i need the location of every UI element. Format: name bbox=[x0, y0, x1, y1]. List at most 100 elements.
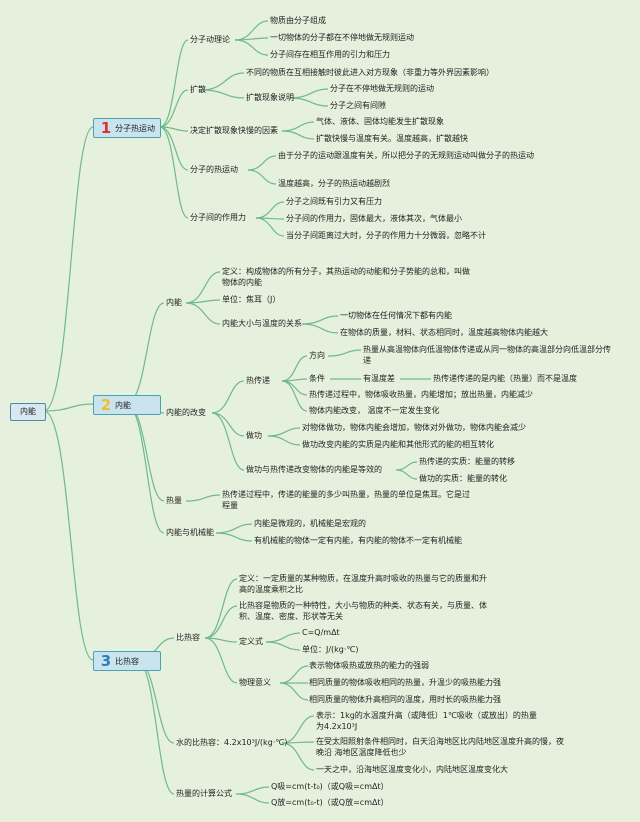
branch-1-title: 分子热运动 bbox=[115, 123, 155, 133]
branch-1-box[interactable]: 1 分子热运动 bbox=[93, 118, 161, 138]
leaf-text: C=Q/mΔt bbox=[302, 628, 340, 637]
connector bbox=[281, 121, 315, 132]
node-definition-formula[interactable]: 定义式 bbox=[239, 637, 263, 646]
connector bbox=[279, 665, 309, 684]
connector bbox=[267, 427, 301, 437]
connector bbox=[235, 793, 270, 804]
leaf-text: 有温度差 bbox=[363, 374, 395, 383]
connector bbox=[267, 435, 301, 446]
connector bbox=[281, 355, 308, 382]
leaf-text: 定义：构成物体的所有分子，其热运动的动能和分子势能的总和，叫做物体的内能 bbox=[222, 267, 470, 287]
connector bbox=[185, 494, 221, 502]
connector bbox=[301, 323, 339, 334]
leaf-text: 不同的物质在互相接触时彼此进入对方现象（非重力等外界因素影响） bbox=[246, 68, 494, 77]
connector bbox=[211, 412, 245, 437]
leaf-text: Q吸=cm(t-t₀)（或Q吸=cmΔt） bbox=[271, 782, 389, 791]
connector bbox=[395, 469, 418, 480]
connector bbox=[211, 380, 245, 414]
connector bbox=[265, 632, 301, 643]
branch-2-box[interactable]: 2 内能 bbox=[93, 395, 161, 415]
leaf-text: 热量从高温物体向低温物体传递或从同一物体的高温部分向低温部分传递 bbox=[363, 345, 611, 365]
connector bbox=[281, 380, 308, 412]
connector bbox=[211, 412, 245, 471]
leaf-text: Q放=cm(t₀-t)（或Q放=cmΔt） bbox=[271, 798, 389, 807]
connector bbox=[281, 130, 315, 140]
branch-3-box[interactable]: 3 比热容 bbox=[93, 651, 161, 671]
leaf-text: 物体内能改变， 温度不一定发生变化 bbox=[309, 406, 440, 415]
connector bbox=[235, 786, 270, 795]
node-equivalence[interactable]: 做功与热传递改变物体的内能是等效的 bbox=[246, 465, 382, 474]
leaf-text: 分子间的作用力，固体最大，液体其次，气体最小 bbox=[286, 214, 462, 223]
node-direction[interactable]: 方向 bbox=[309, 351, 325, 360]
connector bbox=[125, 403, 165, 534]
connector bbox=[43, 403, 94, 412]
connector bbox=[247, 155, 277, 171]
leaf-text: 热传递过程中，物体吸收热量，内能增加；放出热量，内能减少 bbox=[309, 390, 533, 399]
branch-1-number: 1 bbox=[100, 119, 112, 137]
leaf-text: 相同质量的物体吸收相同的热量，升温少的吸热能力强 bbox=[309, 678, 501, 687]
connector bbox=[159, 89, 189, 128]
node-heat-formula[interactable]: 热量的计算公式 bbox=[176, 789, 232, 798]
leaf-text: 热传递过程中，传递的能量的多少叫热量，热量的单位是焦耳。它是过程量 bbox=[222, 490, 470, 510]
leaf-text: 有机械能的物体一定有内能，有内能的物体不一定有机械能 bbox=[254, 536, 462, 545]
connector bbox=[43, 126, 94, 412]
leaf-text: 做功的实质：能量的转化 bbox=[419, 474, 507, 483]
node-diffusion-shows[interactable]: 扩散现象说明 bbox=[246, 93, 294, 102]
node-internal-energy[interactable]: 内能 bbox=[166, 298, 182, 307]
leaf-text: 做功改变内能的实质是内能和其他形式的能的相互转化 bbox=[302, 440, 494, 449]
leaf-text: 一天之中，沿海地区温度变化小，内陆地区温度变化大 bbox=[316, 765, 508, 774]
node-specific-heat[interactable]: 比热容 bbox=[176, 633, 200, 642]
connector bbox=[281, 715, 315, 744]
leaf-text: 当分子间距离过大时，分子的作用力十分微弱，忽略不计 bbox=[286, 231, 486, 240]
connector bbox=[279, 682, 309, 701]
branch-2-number: 2 bbox=[100, 396, 112, 414]
connector bbox=[281, 742, 315, 771]
connector bbox=[204, 637, 238, 643]
node-mechanical[interactable]: 内能与机械能 bbox=[166, 528, 214, 537]
node-diffusion[interactable]: 扩散 bbox=[190, 85, 206, 94]
leaf-text: 定义：一定质量的某种物质，在温度升高时吸收的热量与它的质量和升高的温度乘积之比 bbox=[239, 574, 487, 594]
connector bbox=[289, 97, 329, 107]
leaf-text: 一切物体的分子都在不停地做无规则运动 bbox=[270, 33, 414, 42]
leaf-text: 分子之间有间隙 bbox=[330, 101, 386, 110]
node-molecular-theory[interactable]: 分子动理论 bbox=[190, 35, 230, 44]
connector bbox=[265, 641, 301, 651]
connector bbox=[204, 578, 238, 639]
leaf-text: 表示：1kg的水温度升高（或降低）1℃吸收（或放出）的热量为4.2x10³J bbox=[316, 711, 537, 731]
leaf-text: 比热容是物质的一种特性，大小与物质的种类、状态有关，与质量、体积、温度、密度、形… bbox=[239, 601, 487, 621]
leaf-text: 分子之间既有引力又有压力 bbox=[286, 197, 382, 206]
connector bbox=[159, 126, 189, 132]
connector bbox=[215, 532, 253, 542]
leaf-text: 热传递的实质：能量的转移 bbox=[419, 457, 515, 466]
node-heat-transfer[interactable]: 热传递 bbox=[246, 376, 270, 385]
connector bbox=[201, 72, 245, 91]
branch-3-number: 3 bbox=[100, 652, 112, 670]
leaf-text: 单位：焦耳（J） bbox=[222, 295, 281, 304]
leaf-text: 气体、液体、固体均能发生扩散现象 bbox=[316, 117, 444, 126]
node-energy-temperature[interactable]: 内能大小与温度的关系 bbox=[222, 319, 302, 328]
leaf-text: 在物体的质量，材料、状态相同时，温度越高物体内能越大 bbox=[340, 328, 548, 337]
node-water-specific-heat[interactable]: 水的比热容：4.2x10³J/(kg·℃） bbox=[176, 738, 293, 747]
node-work[interactable]: 做功 bbox=[246, 431, 262, 440]
connector bbox=[135, 659, 175, 795]
node-molecular-force[interactable]: 分子间的作用力 bbox=[190, 213, 246, 222]
connector bbox=[201, 89, 245, 99]
connector bbox=[135, 659, 175, 744]
connector bbox=[204, 637, 238, 684]
connector bbox=[159, 126, 189, 219]
node-heat[interactable]: 热量 bbox=[166, 496, 182, 505]
node-physical-meaning[interactable]: 物理意义 bbox=[239, 678, 271, 687]
root-node[interactable]: 内能 bbox=[10, 403, 46, 421]
node-condition[interactable]: 条件 bbox=[309, 374, 325, 383]
leaf-text: 内能是微观的，机械能是宏观的 bbox=[254, 519, 366, 528]
connector bbox=[125, 302, 165, 405]
leaf-text: 分子在不停地做无规则的运动 bbox=[330, 84, 434, 93]
leaf-text: 在受太阳照射条件相同时，白天沿海地区比内陆地区温度升高的慢，夜晚沿 海地区温度降… bbox=[316, 737, 564, 757]
node-thermal-motion[interactable]: 分子的热运动 bbox=[190, 165, 238, 174]
leaf-text: 温度越高，分子的热运动越剧烈 bbox=[278, 179, 390, 188]
leaf-text: 表示物体吸热或放热的能力的强弱 bbox=[309, 661, 429, 670]
branch-2-title: 内能 bbox=[115, 400, 131, 410]
node-energy-change[interactable]: 内能的改变 bbox=[166, 408, 206, 417]
connector bbox=[234, 20, 269, 41]
node-diffusion-factors[interactable]: 决定扩散现象快慢的因素 bbox=[190, 126, 278, 135]
